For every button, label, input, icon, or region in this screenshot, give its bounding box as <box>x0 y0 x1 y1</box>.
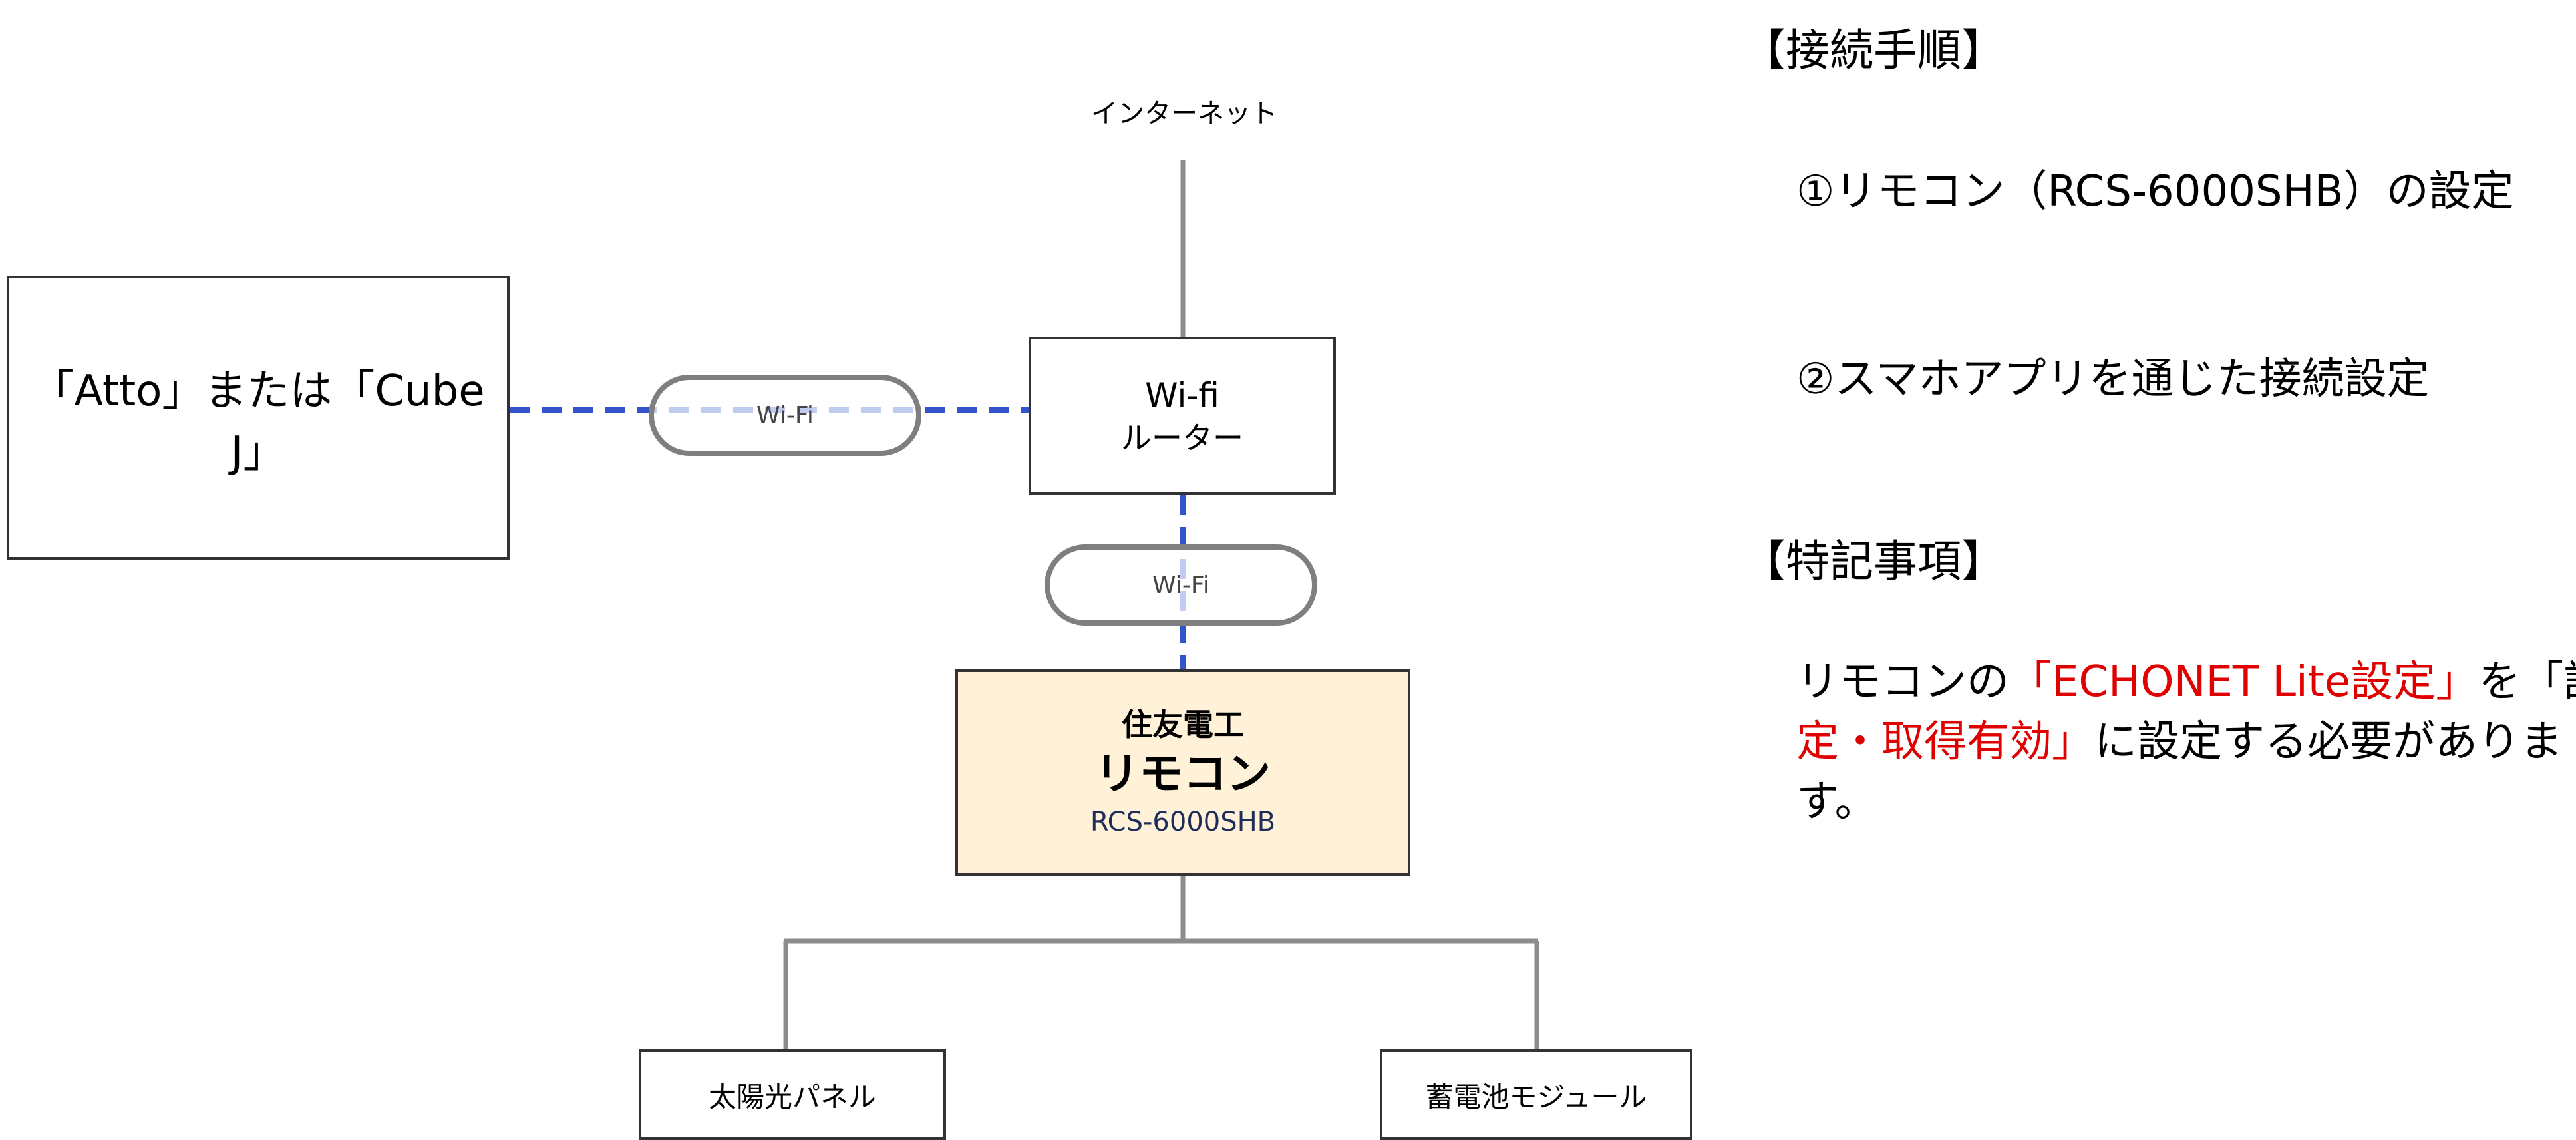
remote-maker: 住友電工 <box>1122 707 1244 743</box>
battery-module-label: 蓄電池モジュール <box>1425 1080 1647 1113</box>
remote-model: RCS-6000SHB <box>1090 807 1276 837</box>
wifi-pill-horizontal: Wi-Fi <box>649 375 921 456</box>
wifi-pill-vertical-label: Wi-Fi <box>1152 571 1209 599</box>
special-notes-post: に設定する必要がありま <box>2094 717 2563 767</box>
procedure-step-1: ①リモコン（RCS-6000SHB）の設定 <box>1796 167 2514 216</box>
special-notes-line-1: リモコンの「ECHONET Lite設定」を「設 <box>1796 652 2576 712</box>
enable-setting-highlight: 定・取得有効」 <box>1796 717 2094 767</box>
router-line2: ルーター <box>1121 420 1243 456</box>
special-notes-body: リモコンの「ECHONET Lite設定」を「設 定・取得有効」に設定する必要が… <box>1796 652 2576 832</box>
remote-name: リモコン <box>1095 748 1271 799</box>
special-notes-mid: を「設 <box>2478 658 2576 707</box>
solar-panel-box: 太陽光パネル <box>639 1049 946 1140</box>
echonet-setting-highlight: 「ECHONET Lite設定」 <box>2009 658 2479 707</box>
internet-label: インターネット <box>1091 98 1277 129</box>
battery-module-box: 蓄電池モジュール <box>1380 1049 1692 1140</box>
ev-device-label: 「Atto」または「Cube J」 <box>31 366 485 477</box>
solar-panel-label: 太陽光パネル <box>708 1080 876 1113</box>
procedure-step-2: ②スマホアプリを通じた接続設定 <box>1796 355 2430 404</box>
remote-box: 住友電工 リモコン RCS-6000SHB <box>955 669 1410 876</box>
procedure-heading: 【接続手順】 <box>1742 25 2005 76</box>
wifi-pill-vertical: Wi-Fi <box>1045 544 1317 626</box>
wifi-pill-horizontal-label: Wi-Fi <box>756 401 814 429</box>
ev-device-box: 「Atto」または「Cube J」 <box>7 276 510 560</box>
router-box: Wi-fi ルーター <box>1029 337 1336 495</box>
special-notes-pre: リモコンの <box>1796 658 2009 707</box>
router-line1: Wi-fi <box>1145 376 1219 415</box>
special-notes-line-3: す。 <box>1796 777 1877 827</box>
special-notes-line-2: 定・取得有効」に設定する必要がありま <box>1796 712 2568 772</box>
special-notes-heading: 【特記事項】 <box>1742 536 2005 587</box>
